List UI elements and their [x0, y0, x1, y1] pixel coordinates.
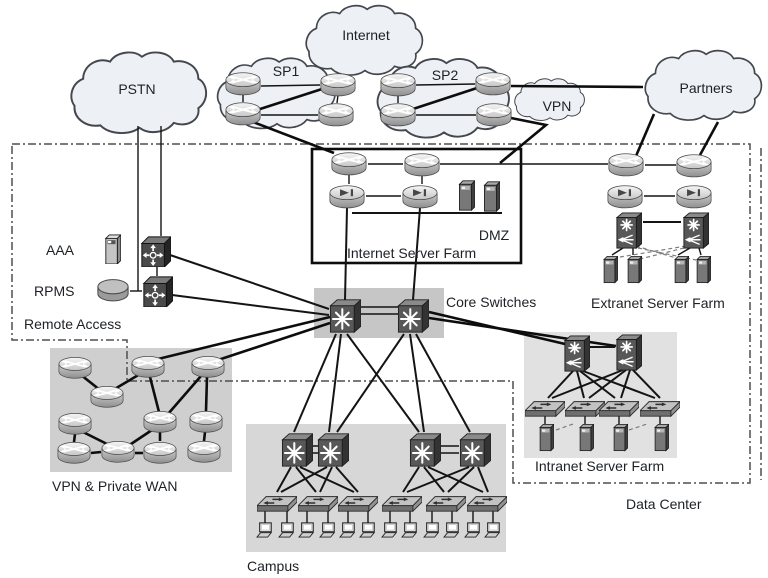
intranet-server-icon	[539, 423, 554, 452]
sp2-cloud-label: SP2	[432, 67, 459, 83]
sp2-router-icon	[474, 71, 512, 96]
firewall-icon	[402, 185, 438, 209]
wan-router-icon	[58, 412, 92, 436]
dmz-server-icon	[484, 181, 500, 212]
intranet-server-icon	[654, 423, 669, 452]
wan-router-icon	[189, 410, 223, 434]
wan-router-icon	[58, 356, 92, 380]
internet-server-farm-label: Internet Server Farm	[347, 245, 476, 261]
wan-router-icon	[57, 441, 91, 465]
campus-distribution-switch-icon	[317, 433, 349, 467]
wan-router-icon	[101, 440, 135, 464]
connections-remote-access	[130, 126, 330, 316]
firewall-icon	[676, 185, 712, 209]
extranet-server-icon	[696, 255, 711, 284]
wan-router-icon	[191, 355, 225, 379]
intranet-server-icon	[613, 423, 628, 452]
labels: Internet SP1 SP2 PSTN VPN Partners DMZ I…	[24, 27, 732, 574]
extranet-server-icon	[603, 255, 618, 284]
extranet-edge-router-icon	[607, 152, 645, 177]
dmz-label: DMZ	[479, 227, 510, 243]
extranet-edge-router-icon	[675, 153, 713, 178]
connections-campus	[264, 445, 494, 523]
wan-router-icon	[143, 441, 177, 465]
sp1-router-icon	[224, 101, 262, 126]
data-center-label: Data Center	[626, 496, 702, 512]
data-center-boundary	[11, 143, 751, 484]
vpn-cloud-label: VPN	[543, 98, 572, 114]
remote-access-label: Remote Access	[24, 316, 121, 332]
connections-intranet	[544, 346, 661, 431]
internet-edge-router-icon	[330, 151, 368, 176]
extranet-server-icon	[674, 255, 689, 284]
content-switch-icon	[616, 212, 642, 249]
rpms-database-icon	[97, 279, 129, 302]
intranet-server-farm-label: Intranet Server Farm	[535, 458, 664, 474]
internet-cloud-label: Internet	[342, 27, 390, 43]
wan-router-icon	[90, 385, 124, 409]
core-switch-icon	[397, 299, 429, 333]
sp1-router-icon	[317, 102, 355, 127]
connections-internet-server-farm	[344, 163, 608, 301]
aaa-server-icon	[105, 234, 121, 264]
pstn-cloud-label: PSTN	[118, 81, 155, 97]
sp2-router-icon	[379, 102, 417, 127]
connections-sp2-vpn-partners	[397, 83, 720, 165]
aaa-label: AAA	[46, 242, 75, 258]
firewall-icon	[607, 185, 643, 209]
firewall-icon	[329, 185, 365, 209]
campus-label: Campus	[247, 558, 299, 574]
content-switch-icon	[616, 334, 642, 371]
sp1-router-icon	[224, 71, 262, 96]
clouds	[70, 4, 763, 139]
core-switch-icon	[329, 299, 361, 333]
universal-gateway-icon	[140, 236, 171, 267]
connections-sp1	[242, 84, 339, 155]
internet-edge-router-icon	[403, 152, 441, 177]
content-switch-icon	[683, 212, 709, 249]
core-switches-label: Core Switches	[446, 294, 536, 310]
partners-cloud-label: Partners	[680, 80, 733, 96]
content-switch-icon	[564, 335, 590, 372]
wan-router-icon	[187, 440, 221, 464]
extranet-server-farm-label: Extranet Server Farm	[591, 295, 725, 311]
campus-distribution-switch-icon	[409, 433, 441, 467]
vpn-private-wan-label: VPN & Private WAN	[52, 478, 178, 494]
wan-router-icon	[143, 410, 177, 434]
sp2-router-icon	[475, 102, 513, 127]
sp1-cloud-label: SP1	[273, 63, 300, 79]
universal-gateway-icon	[142, 276, 173, 307]
sp2-router-icon	[379, 72, 417, 97]
wan-router-icon	[131, 355, 165, 379]
intranet-server-icon	[579, 423, 594, 452]
dmz-server-icon	[459, 180, 475, 211]
campus-distribution-switch-icon	[281, 433, 313, 467]
connections-wan	[72, 372, 209, 455]
campus-distribution-switch-icon	[459, 433, 491, 467]
extranet-server-icon	[627, 255, 642, 284]
sp1-router-icon	[319, 72, 357, 97]
rpms-label: RPMS	[34, 283, 74, 299]
